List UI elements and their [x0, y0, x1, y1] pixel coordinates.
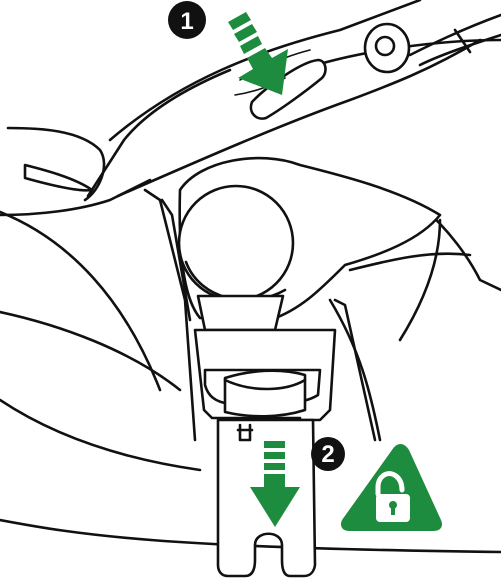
step1-number: 1 [180, 8, 193, 35]
step2-badge: 2 [311, 437, 345, 471]
shell-outer-curve [0, 212, 160, 390]
step2-number: 2 [321, 441, 334, 468]
shell-inner-curve [0, 312, 180, 390]
connector-knob [365, 24, 409, 72]
unlocked-padlock-triangle-icon [341, 444, 442, 531]
hub-collar [198, 296, 283, 330]
step1-arrow-icon [228, 12, 288, 95]
latch-tab [225, 371, 305, 417]
handle-arm-inner [25, 165, 92, 190]
cable [410, 15, 501, 55]
hub-knob [179, 186, 293, 300]
shell-right-low [330, 300, 380, 440]
step1-badge: 1 [168, 1, 206, 39]
handle-arm-lower [0, 180, 150, 215]
shell-lower-curve [0, 400, 200, 470]
